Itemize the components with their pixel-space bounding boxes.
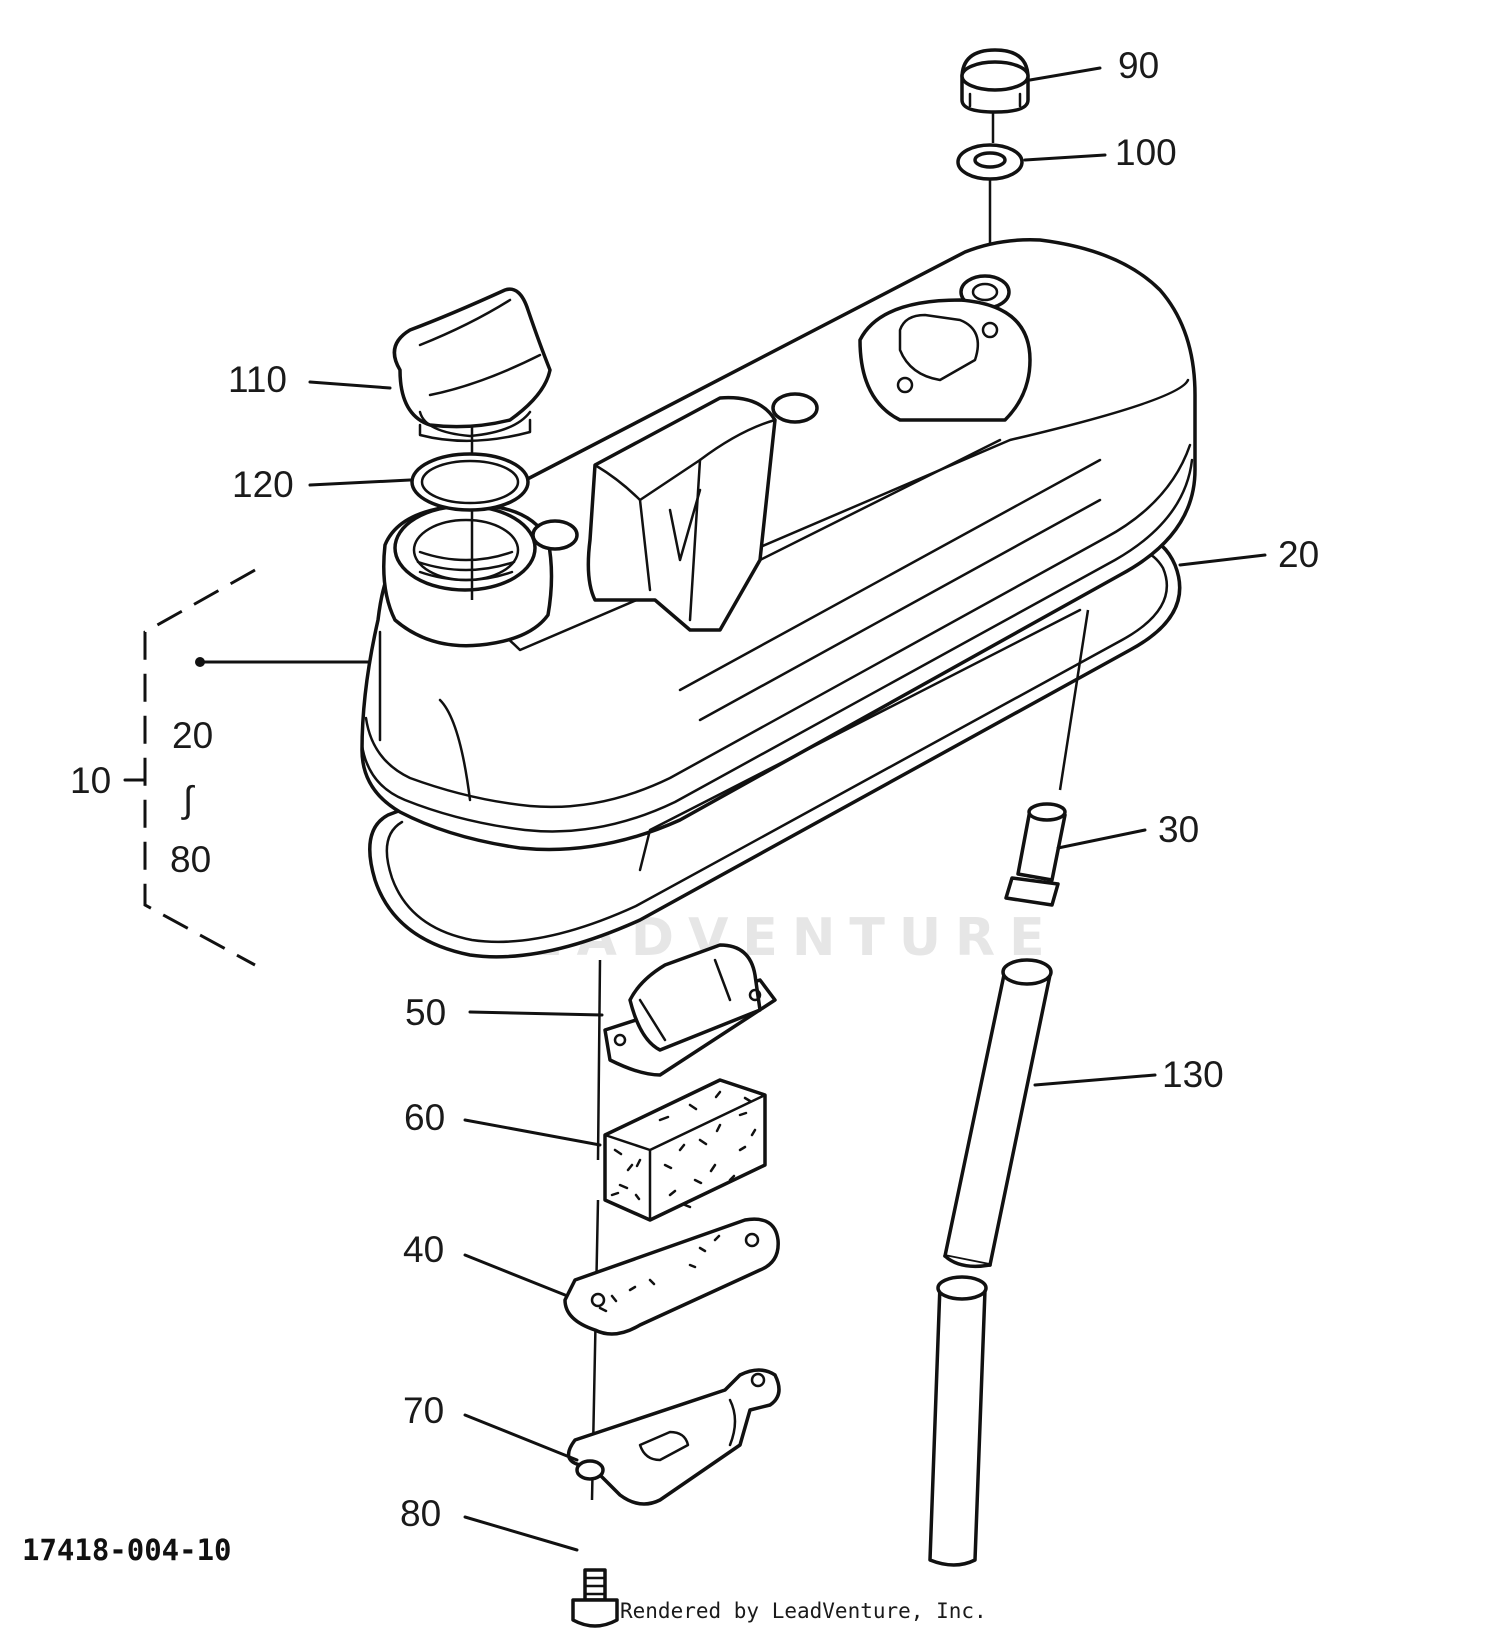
callout-90: 90 — [1118, 45, 1159, 86]
callout-20: 20 — [1278, 534, 1319, 575]
part-80-bolt[interactable] — [571, 1568, 619, 1628]
drawing-id: 17418-004-10 — [22, 1533, 232, 1567]
callout-50: 50 — [405, 992, 446, 1033]
callout-10-range-end: 80 — [170, 839, 211, 880]
part-130-breather-hose[interactable] — [928, 958, 1053, 1567]
leader-lines — [195, 66, 1267, 1552]
render-credit: Rendered by LeadVenture, Inc. — [620, 1599, 987, 1623]
part-120-o-ring[interactable] — [410, 452, 530, 512]
callout-10: 10 — [70, 760, 111, 801]
part-90-cap[interactable] — [960, 48, 1030, 114]
callout-60: 60 — [404, 1097, 445, 1138]
callout-80: 80 — [400, 1493, 441, 1534]
callout-70: 70 — [403, 1390, 444, 1431]
callout-120: 120 — [232, 464, 294, 505]
part-50-baffle[interactable] — [603, 943, 777, 1077]
callout-10-range-symbol: ∫ — [181, 779, 196, 820]
callout-130: 130 — [1162, 1054, 1224, 1095]
assembly-axis-breather — [1058, 609, 1090, 791]
part-110-oil-filler-cap[interactable] — [392, 287, 552, 443]
part-30-fitting[interactable] — [1004, 802, 1067, 907]
callout-40: 40 — [403, 1229, 444, 1270]
callout-30: 30 — [1158, 809, 1199, 850]
part-10-valve-cover[interactable] — [360, 238, 1197, 872]
callout-110: 110 — [228, 359, 287, 400]
filter-texture — [610, 1090, 757, 1209]
assembly-axis-bottom — [590, 959, 602, 1501]
callout-10-range-start: 20 — [172, 715, 213, 756]
part-60-filter-element[interactable] — [603, 1078, 767, 1222]
part-70-cover-plate[interactable] — [566, 1368, 781, 1506]
part-40-plate[interactable] — [563, 1217, 780, 1336]
part-100-washer[interactable] — [956, 143, 1024, 181]
assembly-bracket-10 — [123, 568, 256, 967]
callout-100: 100 — [1115, 132, 1177, 173]
